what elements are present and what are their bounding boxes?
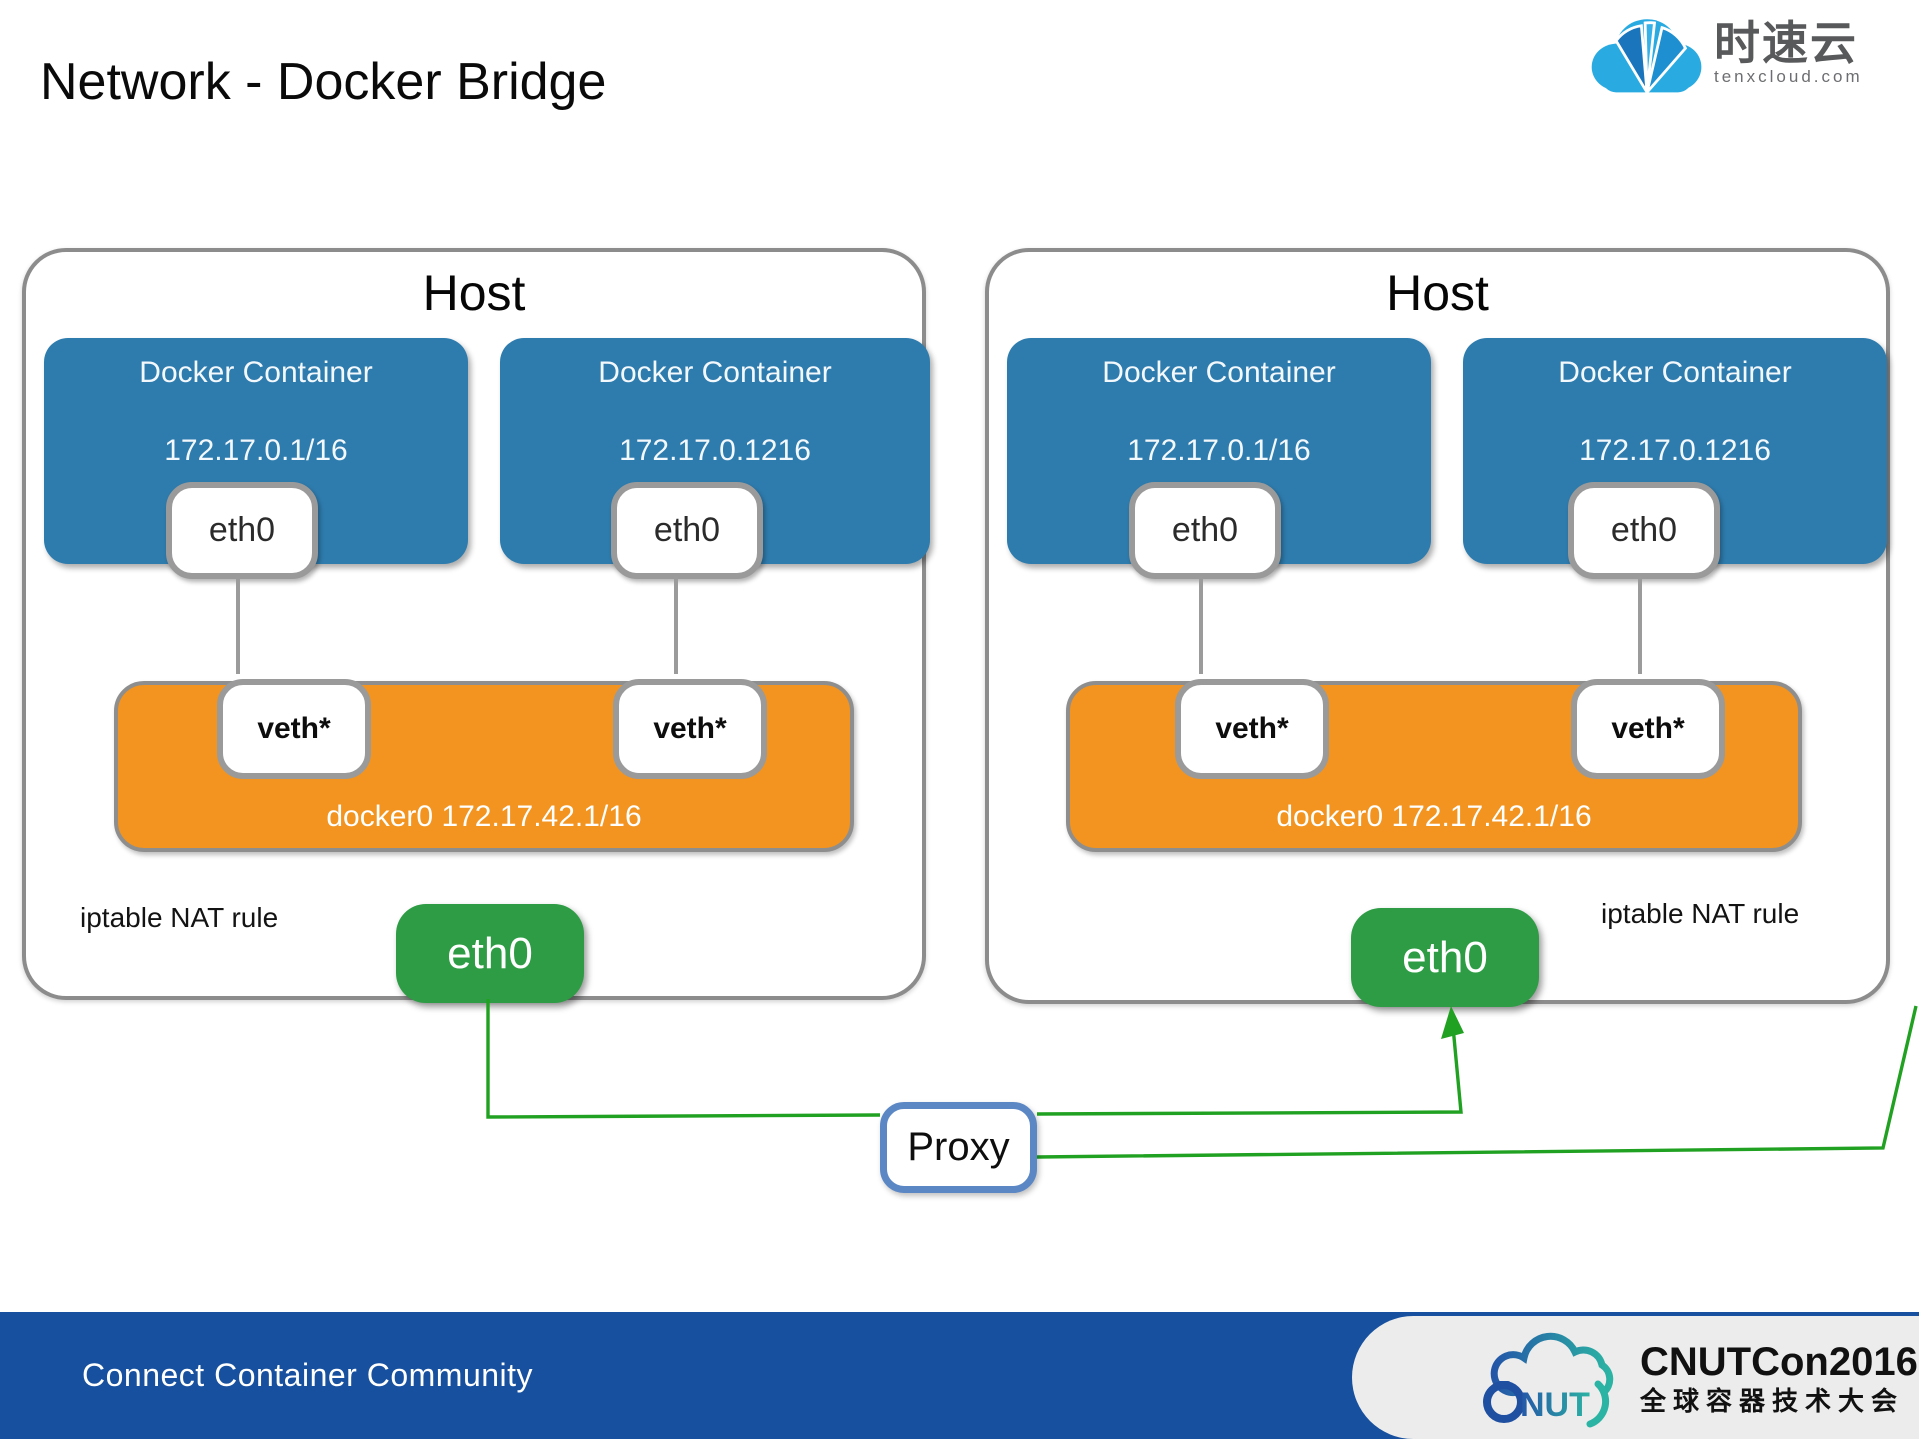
container-eth0-box: eth0 — [611, 482, 763, 579]
cnutcon-subtitle: 全球容器技术大会 — [1640, 1385, 1905, 1416]
arrowhead-icon — [1441, 1006, 1464, 1039]
right-eth0-proxy-link — [1036, 1015, 1463, 1116]
veth-box: veth* — [1571, 679, 1725, 779]
page-title: Network - Docker Bridge — [40, 53, 607, 111]
docker-container-title: Docker Container — [1558, 356, 1792, 389]
docker-container-ip: 172.17.0.1/16 — [164, 434, 348, 467]
tenxcloud-domain: tenxcloud.com — [1714, 66, 1863, 86]
docker-container-ip: 172.17.0.1216 — [1579, 434, 1771, 467]
veth-box: veth* — [217, 679, 371, 779]
docker0-bridge-label: docker0 172.17.42.1/16 — [1276, 800, 1592, 833]
container-eth0-box: eth0 — [166, 482, 318, 579]
container-eth0-box: eth0 — [1129, 482, 1281, 579]
iptable-nat-note: iptable NAT rule — [1601, 898, 1800, 929]
docker-container-title: Docker Container — [139, 356, 373, 389]
footer-bar: Connect Container Community NUT CNUTCon2… — [0, 1312, 1919, 1439]
host-box-left: Host Docker Container 172.17.0.1/16 Dock… — [22, 248, 930, 1003]
docker-container-title: Docker Container — [1102, 356, 1336, 389]
tenxcloud-wordmark: 时速云 tenxcloud.com — [1714, 20, 1863, 85]
cnutcon-logo: NUT CNUTCon2016 全球容器技术大会 — [1352, 1316, 1919, 1439]
iptable-nat-note: iptable NAT rule — [80, 902, 279, 933]
cnutcon-title: CNUTCon2016 — [1640, 1339, 1918, 1384]
docker0-bridge-box: veth* veth* docker0 172.17.42.1/16 — [1066, 679, 1802, 852]
cnutcon-wordmark: CNUTCon2016 全球容器技术大会 — [1640, 1342, 1918, 1414]
footer-slogan: Connect Container Community — [82, 1357, 534, 1393]
docker-container-ip: 172.17.0.1/16 — [1127, 434, 1311, 467]
cnutcon-cloud-icon: NUT — [1483, 1332, 1614, 1427]
docker-container-title: Docker Container — [598, 356, 832, 389]
host-eth0-box: eth0 — [396, 904, 584, 1003]
docker0-bridge-label: docker0 172.17.42.1/16 — [326, 800, 642, 833]
host-title: Host — [422, 265, 526, 321]
veth-box: veth* — [1175, 679, 1329, 779]
host-eth0-box: eth0 — [1351, 908, 1539, 1007]
veth-box: veth* — [613, 679, 767, 779]
cnutcon-mark-text: NUT — [1520, 1386, 1590, 1424]
tenxcloud-cloud-icon — [1591, 19, 1702, 94]
host-title: Host — [1386, 265, 1489, 321]
tenxcloud-name: 时速云 — [1714, 16, 1858, 69]
docker0-bridge-box: veth* veth* docker0 172.17.42.1/16 — [114, 679, 854, 852]
container-eth0-box: eth0 — [1568, 482, 1720, 579]
host-box-right: Host Docker Container 172.17.0.1/16 Dock… — [985, 248, 1890, 1007]
left-eth0-proxy-link — [486, 999, 881, 1119]
proxy-external-link — [1036, 1005, 1918, 1159]
tenxcloud-logo: 时速云 tenxcloud.com — [1588, 6, 1913, 98]
docker-container-ip: 172.17.0.1216 — [619, 434, 811, 467]
proxy-box: Proxy — [880, 1102, 1037, 1193]
